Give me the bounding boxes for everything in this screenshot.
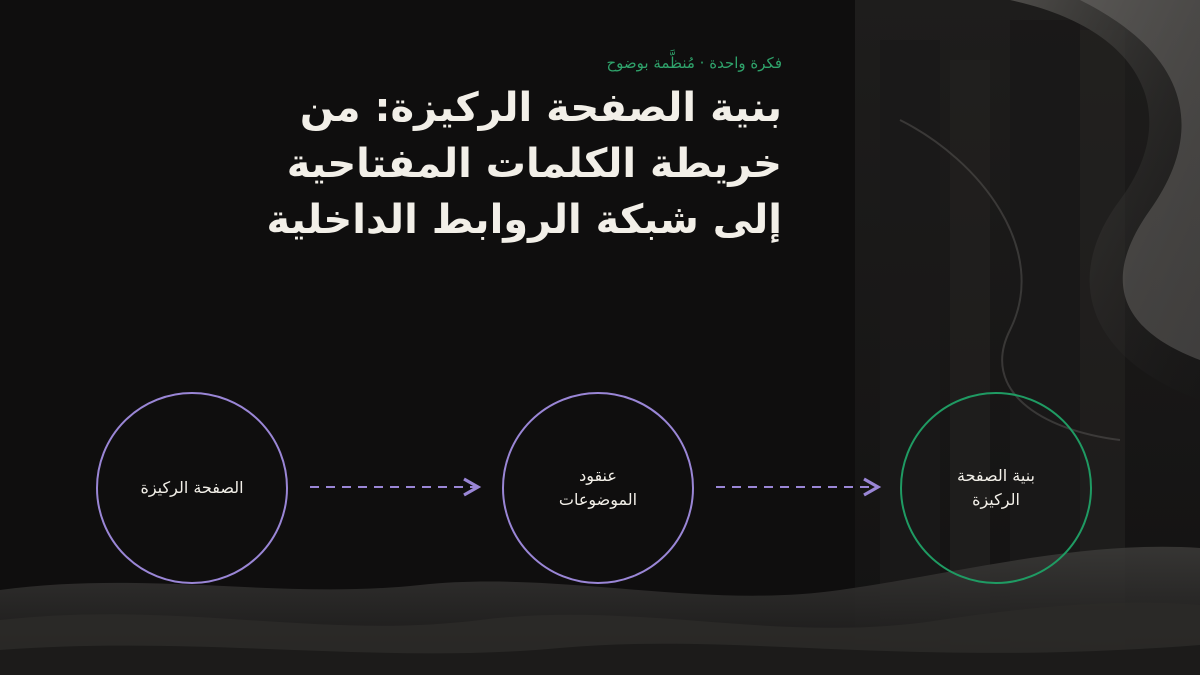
node-topic-cluster: عنقود الموضوعات [502,392,694,584]
ribbon-shape [1010,0,1200,400]
dune-shape [0,643,1200,675]
node-label: الصفحة الركيزة [140,478,244,497]
eyebrow-text: فكرة واحدة · مُنظَّمة بوضوح [606,54,782,72]
page-title: بنية الصفحة الركيزة: من خريطة الكلمات ال… [266,85,783,243]
panel-stripe [880,40,940,675]
node-label: بنية الصفحة الركيزة [957,466,1035,509]
node-pillar-structure: بنية الصفحة الركيزة [900,392,1092,584]
node-pillar-page: الصفحة الركيزة [96,392,288,584]
node-label: عنقود الموضوعات [558,466,638,509]
ribbon-shape [1080,0,1200,360]
